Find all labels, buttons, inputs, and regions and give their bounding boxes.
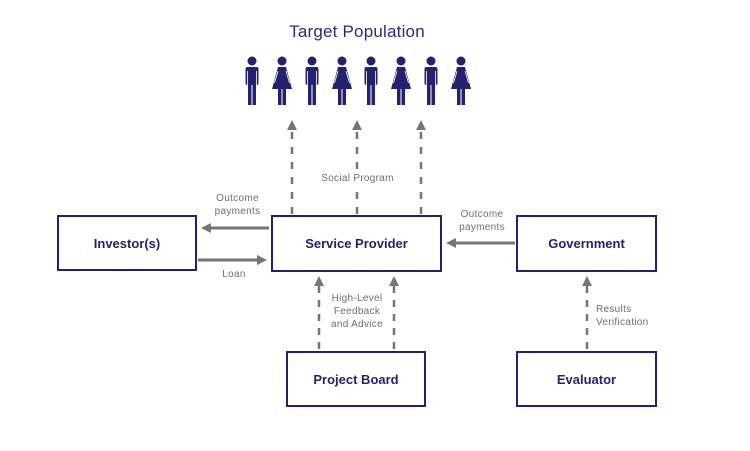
investor-outcome-line1: Outcome bbox=[216, 193, 259, 204]
feedback-line2: Feedback bbox=[333, 306, 381, 317]
female-person-icon bbox=[450, 56, 471, 105]
diagram-title: Target Population bbox=[289, 22, 425, 41]
male-person-icon bbox=[245, 56, 259, 105]
gov-outcome-line2: payments bbox=[459, 222, 505, 233]
feedback-line3: and Advice bbox=[331, 319, 383, 330]
male-person-icon bbox=[305, 56, 319, 105]
project-board-node[interactable]: Project Board bbox=[286, 351, 426, 407]
service-provider-node[interactable]: Service Provider bbox=[271, 215, 442, 272]
results-verification-label: Results Verification bbox=[596, 303, 658, 329]
investor-outcome-line2: payments bbox=[214, 206, 261, 217]
results-line1: Results bbox=[596, 304, 632, 315]
government-outcome-payments-label: Outcome payments bbox=[446, 208, 518, 234]
loan-label: Loan bbox=[222, 269, 246, 280]
social-program-arrows bbox=[287, 120, 426, 214]
male-person-icon bbox=[424, 56, 438, 105]
investor-outcome-payments-label: Outcome payments bbox=[200, 192, 275, 218]
target-population-icons bbox=[240, 56, 473, 106]
investor-node[interactable]: Investor(s) bbox=[57, 215, 197, 271]
results-line2: Verification bbox=[596, 317, 649, 328]
female-person-icon bbox=[271, 56, 292, 105]
feedback-line1: High-Level bbox=[331, 293, 383, 304]
female-person-icon bbox=[391, 56, 412, 105]
feedback-label: High-Level Feedback and Advice bbox=[322, 292, 392, 331]
social-program-label: Social Program bbox=[321, 173, 394, 184]
female-person-icon bbox=[331, 56, 352, 105]
male-person-icon bbox=[364, 56, 378, 105]
gov-outcome-line1: Outcome bbox=[460, 209, 504, 220]
evaluator-node[interactable]: Evaluator bbox=[516, 351, 657, 407]
government-node[interactable]: Government bbox=[516, 215, 657, 272]
